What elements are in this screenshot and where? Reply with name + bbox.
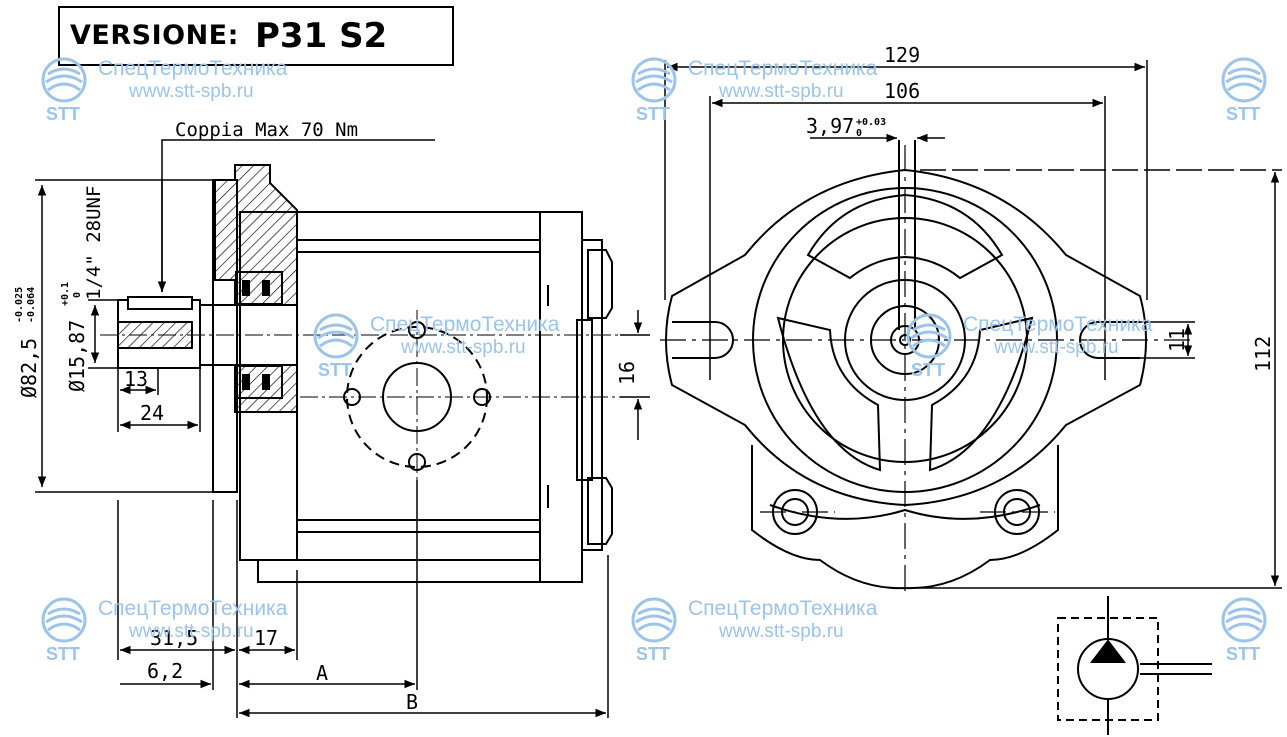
dim-diameter-shaft-tol-upper: +0.1 [60,282,71,306]
dim-31-5: 31,5 [150,626,198,650]
dim-13: 13 [124,367,148,391]
dim-a: A [316,661,328,685]
pump-symbol-triangle [1089,639,1127,663]
bearing-lower [235,365,283,399]
side-view-labels: Coppia Max 70 Nm Ø82,5 -0.025 -0.064 Ø15… [14,119,639,714]
dim-key-tol-lower: 0 [856,128,862,139]
slot-left [672,321,734,359]
pump-body-inner [296,211,541,561]
dim-11: 11 [1165,328,1189,352]
torque-label: Coppia Max 70 Nm [175,119,358,141]
pump-symbol [1057,596,1212,735]
dim-diameter-main: Ø82,5 [17,338,41,398]
dim-diameter-shaft-tol-lower: 0 [72,292,83,298]
mounting-flange [665,168,1147,507]
version-title-box: VERSIONE: P31 S2 [58,6,454,66]
front-view [660,140,1195,595]
pump-base [257,559,541,583]
dim-17: 17 [254,626,278,650]
flange-section-upper [214,164,298,306]
rear-plate [576,319,593,481]
dim-129: 129 [884,43,920,67]
dim-b: B [406,690,418,714]
flange-plate [212,179,238,493]
dim-16: 16 [615,361,639,385]
front-view-dimensions [664,60,1282,589]
dim-24: 24 [140,401,164,425]
dim-112: 112 [1251,336,1275,372]
dim-diameter-shaft: Ø15,87 [65,320,89,392]
dim-thread: 1/4" 28UNF [83,186,105,300]
rear-cap [581,239,603,551]
side-view [100,164,650,583]
dim-106: 106 [884,79,920,103]
dim-key-tol-upper: +0.03 [856,117,886,128]
side-view-dimensions [35,139,650,718]
front-view-labels: 129 106 3,97 +0.03 0 112 11 [806,43,1275,372]
version-label: VERSIONE: [70,20,239,51]
window-right [928,316,1034,472]
bearing-balls [242,280,270,390]
bolt-lower [587,477,613,545]
bearing-upper [235,271,283,305]
window-left [776,316,882,472]
dim-diameter-main-tol-lower: -0.064 [26,287,37,323]
dim-6-2: 6,2 [147,659,183,683]
shaft-key [127,296,193,310]
bolt-upper [587,249,613,319]
dim-diameter-main-tol-upper: -0.025 [14,287,25,323]
window-top [806,193,1004,280]
dim-key: 3,97 [806,114,854,138]
version-value: P31 S2 [255,16,388,56]
